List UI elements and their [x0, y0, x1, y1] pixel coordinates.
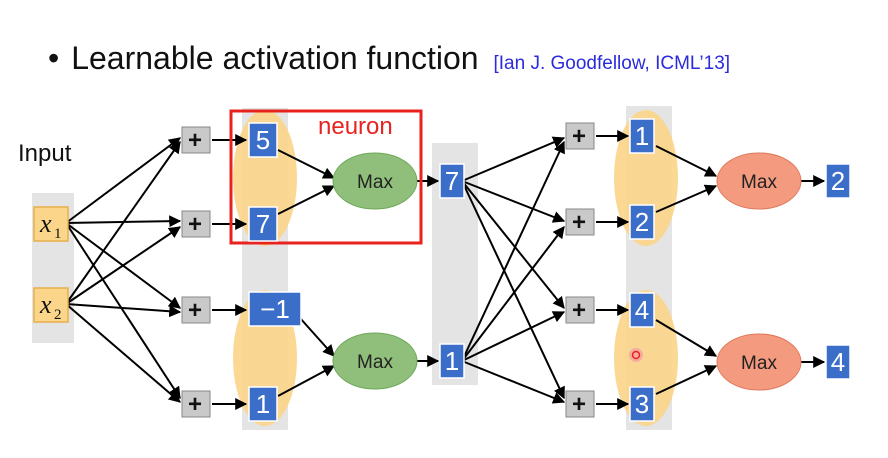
layer2-value-box: 1 [629, 118, 655, 154]
svg-text:4: 4 [831, 347, 845, 377]
input-label: Input [18, 140, 72, 167]
edge [277, 185, 336, 215]
edge [655, 184, 718, 213]
max-node-layer1-bottom: Max [332, 332, 418, 390]
svg-text:1: 1 [635, 121, 649, 151]
edge [461, 311, 566, 362]
plus-node: + [181, 296, 211, 324]
plus-node: + [565, 296, 595, 324]
svg-text:5: 5 [256, 125, 270, 155]
input-x1-sub: 1 [54, 226, 62, 242]
max-node-layer2-bottom: Max [716, 333, 802, 391]
neuron-label: neuron [318, 113, 393, 140]
cursor-pointer-icon [629, 348, 643, 362]
layer2-value-box: 3 [629, 386, 655, 422]
final-output-box: 2 [825, 163, 851, 199]
input-x1-var: x [39, 209, 52, 238]
plus-node: + [565, 208, 595, 236]
layer1-value-box: 7 [248, 206, 278, 242]
edge [65, 222, 181, 400]
edge [655, 145, 718, 177]
max-node-layer2-top: Max [716, 152, 802, 210]
title-text: Learnable activation function [71, 40, 479, 76]
svg-text:4: 4 [635, 295, 649, 325]
edge [65, 141, 181, 305]
svg-text:2: 2 [831, 166, 845, 196]
input-x1: x 1 [33, 206, 69, 242]
plus-node: + [181, 210, 211, 238]
layer1-value-box: 5 [248, 122, 278, 158]
layer1-value-box: 1 [248, 386, 278, 422]
svg-text:+: + [188, 297, 202, 324]
svg-text:+: + [188, 211, 202, 238]
edge [65, 303, 181, 403]
edge [65, 137, 181, 224]
edge [461, 180, 565, 309]
edge [277, 149, 336, 179]
svg-text:7: 7 [445, 166, 459, 196]
edge [461, 180, 565, 400]
svg-text:1: 1 [256, 389, 270, 419]
svg-text:+: + [572, 297, 586, 324]
citation: [Ian J. Goodfellow, ICML’13] [493, 53, 731, 74]
svg-text:+: + [572, 209, 586, 236]
layer1-output-box: 7 [439, 163, 465, 199]
edge [655, 365, 718, 395]
edge [461, 136, 566, 182]
svg-text:Max: Max [741, 353, 777, 374]
edge [277, 365, 336, 397]
layer1-output-box: 1 [439, 343, 465, 379]
edge [299, 317, 335, 357]
plus-node: + [565, 390, 595, 418]
edge [461, 360, 566, 404]
edge [65, 226, 181, 305]
svg-text:Max: Max [357, 172, 393, 193]
input-x2-var: x [39, 290, 52, 319]
input-x2: x 2 [33, 287, 69, 323]
input-x2-sub: 2 [54, 307, 62, 323]
input-x2-box [33, 287, 69, 323]
svg-text:Max: Max [741, 172, 777, 193]
svg-text:Max: Max [357, 352, 393, 373]
layer2-value-box: 4 [629, 292, 655, 328]
edge [461, 180, 566, 223]
svg-text:−1: −1 [260, 294, 290, 324]
svg-text:+: + [572, 123, 586, 150]
title-bullet: • [48, 40, 60, 76]
input-x1-box [33, 206, 69, 242]
edge [65, 303, 182, 318]
slide-title: • Learnable activation function [Ian J. G… [48, 40, 730, 77]
plus-node: + [565, 122, 595, 150]
edge [461, 226, 565, 362]
svg-text:+: + [188, 127, 202, 154]
svg-text:+: + [572, 391, 586, 418]
edge [655, 319, 718, 357]
svg-text:3: 3 [635, 389, 649, 419]
edges [65, 130, 826, 410]
svg-text:+: + [188, 391, 202, 418]
plus-node: + [181, 126, 211, 154]
max-node-layer1-top: Max [332, 152, 418, 210]
svg-text:2: 2 [635, 207, 649, 237]
plus-node: + [181, 390, 211, 418]
layer1-value-box: −1 [248, 291, 302, 327]
final-output-box: 4 [825, 344, 851, 380]
edge [461, 140, 565, 362]
neuron-highlight-box [229, 109, 423, 245]
svg-text:1: 1 [445, 346, 459, 376]
svg-text:7: 7 [256, 209, 270, 239]
layer2-value-box: 2 [629, 204, 655, 240]
